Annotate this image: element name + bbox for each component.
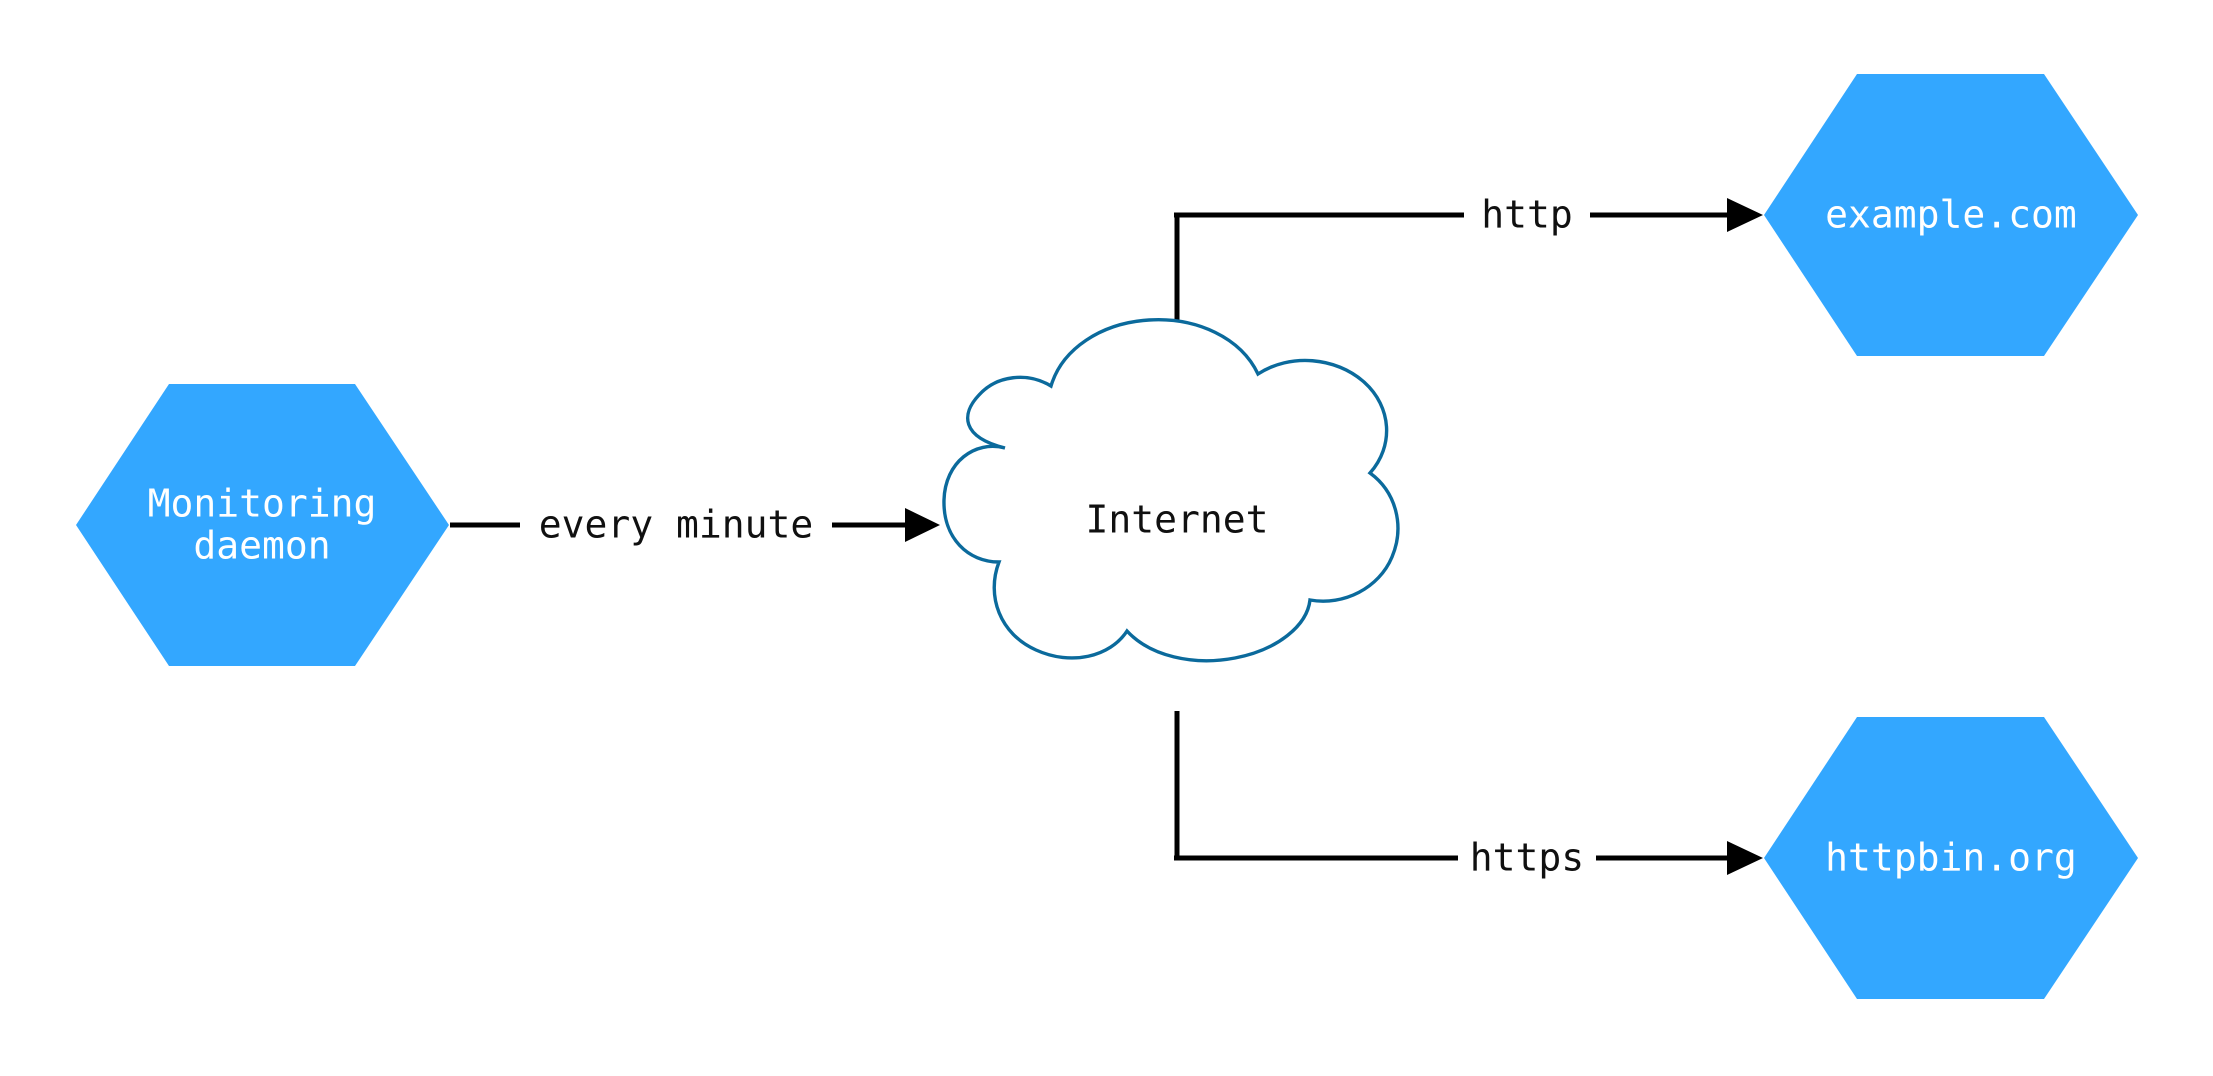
arrow-head-icon bbox=[1727, 198, 1763, 232]
node-label-example-com: example.com bbox=[1825, 193, 2077, 237]
edge-daemon-to-internet[interactable]: every minute bbox=[450, 503, 940, 547]
node-label-line1: Monitoring bbox=[148, 482, 377, 526]
node-httpbin-org[interactable]: httpbin.org bbox=[1764, 717, 2138, 999]
node-label-line2: daemon bbox=[193, 524, 330, 568]
hexagon-shape bbox=[1764, 74, 2138, 356]
arrow-head-icon bbox=[1727, 841, 1763, 875]
node-example-com[interactable]: example.com bbox=[1764, 74, 2138, 356]
hexagon-shape bbox=[1764, 717, 2138, 999]
node-monitoring-daemon[interactable]: Monitoring daemon bbox=[76, 384, 449, 666]
node-internet[interactable]: Internet bbox=[942, 318, 1400, 663]
edge-internet-to-example[interactable]: http bbox=[1174, 193, 1763, 332]
cloud-shape bbox=[942, 318, 1400, 663]
hexagon-shape bbox=[76, 384, 449, 666]
edge-internet-to-httpbin[interactable]: https bbox=[1174, 711, 1763, 880]
node-label-httpbin-org: httpbin.org bbox=[1825, 836, 2077, 880]
edge-label-https: https bbox=[1470, 836, 1584, 880]
arrow-head-icon bbox=[905, 508, 940, 542]
edge-label-http: http bbox=[1481, 193, 1573, 237]
edge-label-every-minute: every minute bbox=[539, 503, 814, 547]
node-label-internet: Internet bbox=[1085, 498, 1268, 542]
